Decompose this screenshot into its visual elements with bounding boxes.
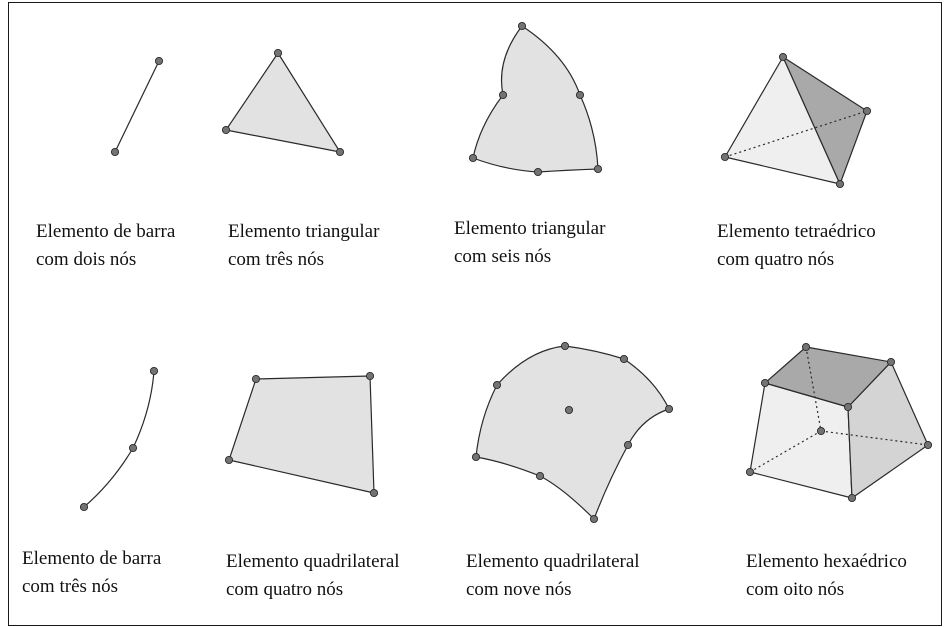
- node: [471, 452, 481, 462]
- curved-triangle-face: [472, 25, 599, 173]
- node: [593, 164, 603, 174]
- node: [664, 404, 674, 414]
- caption-line-2: com quatro nós: [226, 579, 344, 600]
- node: [862, 106, 872, 116]
- node: [535, 471, 545, 481]
- node: [886, 357, 896, 367]
- node: [589, 514, 599, 524]
- node: [801, 342, 811, 352]
- triangle-element-three-nodes: [221, 48, 345, 157]
- caption-hexahedron-eight-nodes: Elemento hexaédrico com oito nós: [746, 548, 907, 604]
- triangle-element-six-nodes: [468, 21, 603, 177]
- caption-line-1: Elemento de barra: [36, 221, 176, 242]
- caption-triangle-six-nodes: Elemento triangular com seis nós: [454, 215, 605, 271]
- hexahedron-element-eight-nodes: [745, 342, 933, 503]
- caption-line-2: com três nós: [22, 576, 119, 597]
- node: [224, 455, 234, 465]
- caption-quad-four-nodes: Elemento quadrilateral com quatro nós: [226, 548, 400, 604]
- node: [79, 502, 89, 512]
- node: [619, 354, 629, 364]
- bar-element-three-nodes: [79, 366, 159, 512]
- node: [128, 443, 138, 453]
- node: [564, 405, 574, 415]
- node: [843, 402, 853, 412]
- node: [720, 152, 730, 162]
- node: [498, 90, 508, 100]
- node: [492, 380, 502, 390]
- node: [623, 440, 633, 450]
- curved-bar: [83, 370, 155, 508]
- caption-line-2: com seis nós: [454, 246, 552, 267]
- node: [560, 341, 570, 351]
- caption-bar-two-nodes: Elemento de barra com dois nós: [36, 218, 175, 274]
- caption-line-1: Elemento tetraédrico: [717, 221, 876, 242]
- bar-element-two-nodes: [110, 56, 164, 157]
- caption-line-1: Elemento triangular: [228, 221, 380, 242]
- node: [335, 147, 345, 157]
- node: [847, 493, 857, 503]
- node: [110, 147, 120, 157]
- node: [533, 167, 543, 177]
- node: [517, 21, 527, 31]
- caption-triangle-three-nodes: Elemento triangular com três nós: [228, 218, 379, 274]
- node: [760, 378, 770, 388]
- node: [273, 48, 283, 58]
- caption-line-2: com oito nós: [746, 579, 845, 600]
- node: [835, 179, 845, 189]
- caption-line-1: Elemento quadrilateral: [226, 551, 400, 572]
- node: [149, 366, 159, 376]
- quad-element-four-nodes: [224, 371, 379, 498]
- bar-segment: [114, 60, 160, 153]
- hexa-hidden-edge: [749, 430, 822, 473]
- node: [575, 90, 585, 100]
- curved-quad-face: [475, 345, 670, 520]
- node: [251, 374, 261, 384]
- caption-line-1: Elemento hexaédrico: [746, 551, 907, 572]
- caption-bar-three-nodes: Elemento de barra com três nós: [22, 545, 161, 601]
- caption-line-1: Elemento de barra: [22, 548, 162, 569]
- node: [816, 426, 826, 436]
- quad-face: [228, 375, 375, 494]
- caption-line-2: com quatro nós: [717, 249, 835, 270]
- triangle-face: [225, 52, 341, 153]
- tetra-side-face: [782, 56, 868, 185]
- tetrahedron-element-four-nodes: [720, 52, 872, 189]
- caption-line-1: Elemento quadrilateral: [466, 551, 640, 572]
- node: [154, 56, 164, 66]
- hexa-hidden-edge: [805, 346, 822, 432]
- caption-quad-nine-nodes: Elemento quadrilateral com nove nós: [466, 548, 640, 604]
- caption-line-2: com três nós: [228, 249, 325, 270]
- quad-element-nine-nodes: [471, 341, 674, 524]
- caption-line-1: Elemento triangular: [454, 218, 606, 239]
- caption-line-2: com nove nós: [466, 579, 572, 600]
- node: [778, 52, 788, 62]
- node: [468, 153, 478, 163]
- caption-line-2: com dois nós: [36, 249, 137, 270]
- node: [369, 488, 379, 498]
- caption-tetrahedron-four-nodes: Elemento tetraédrico com quatro nós: [717, 218, 876, 274]
- node: [745, 467, 755, 477]
- node: [365, 371, 375, 381]
- node: [923, 440, 933, 450]
- node: [221, 125, 231, 135]
